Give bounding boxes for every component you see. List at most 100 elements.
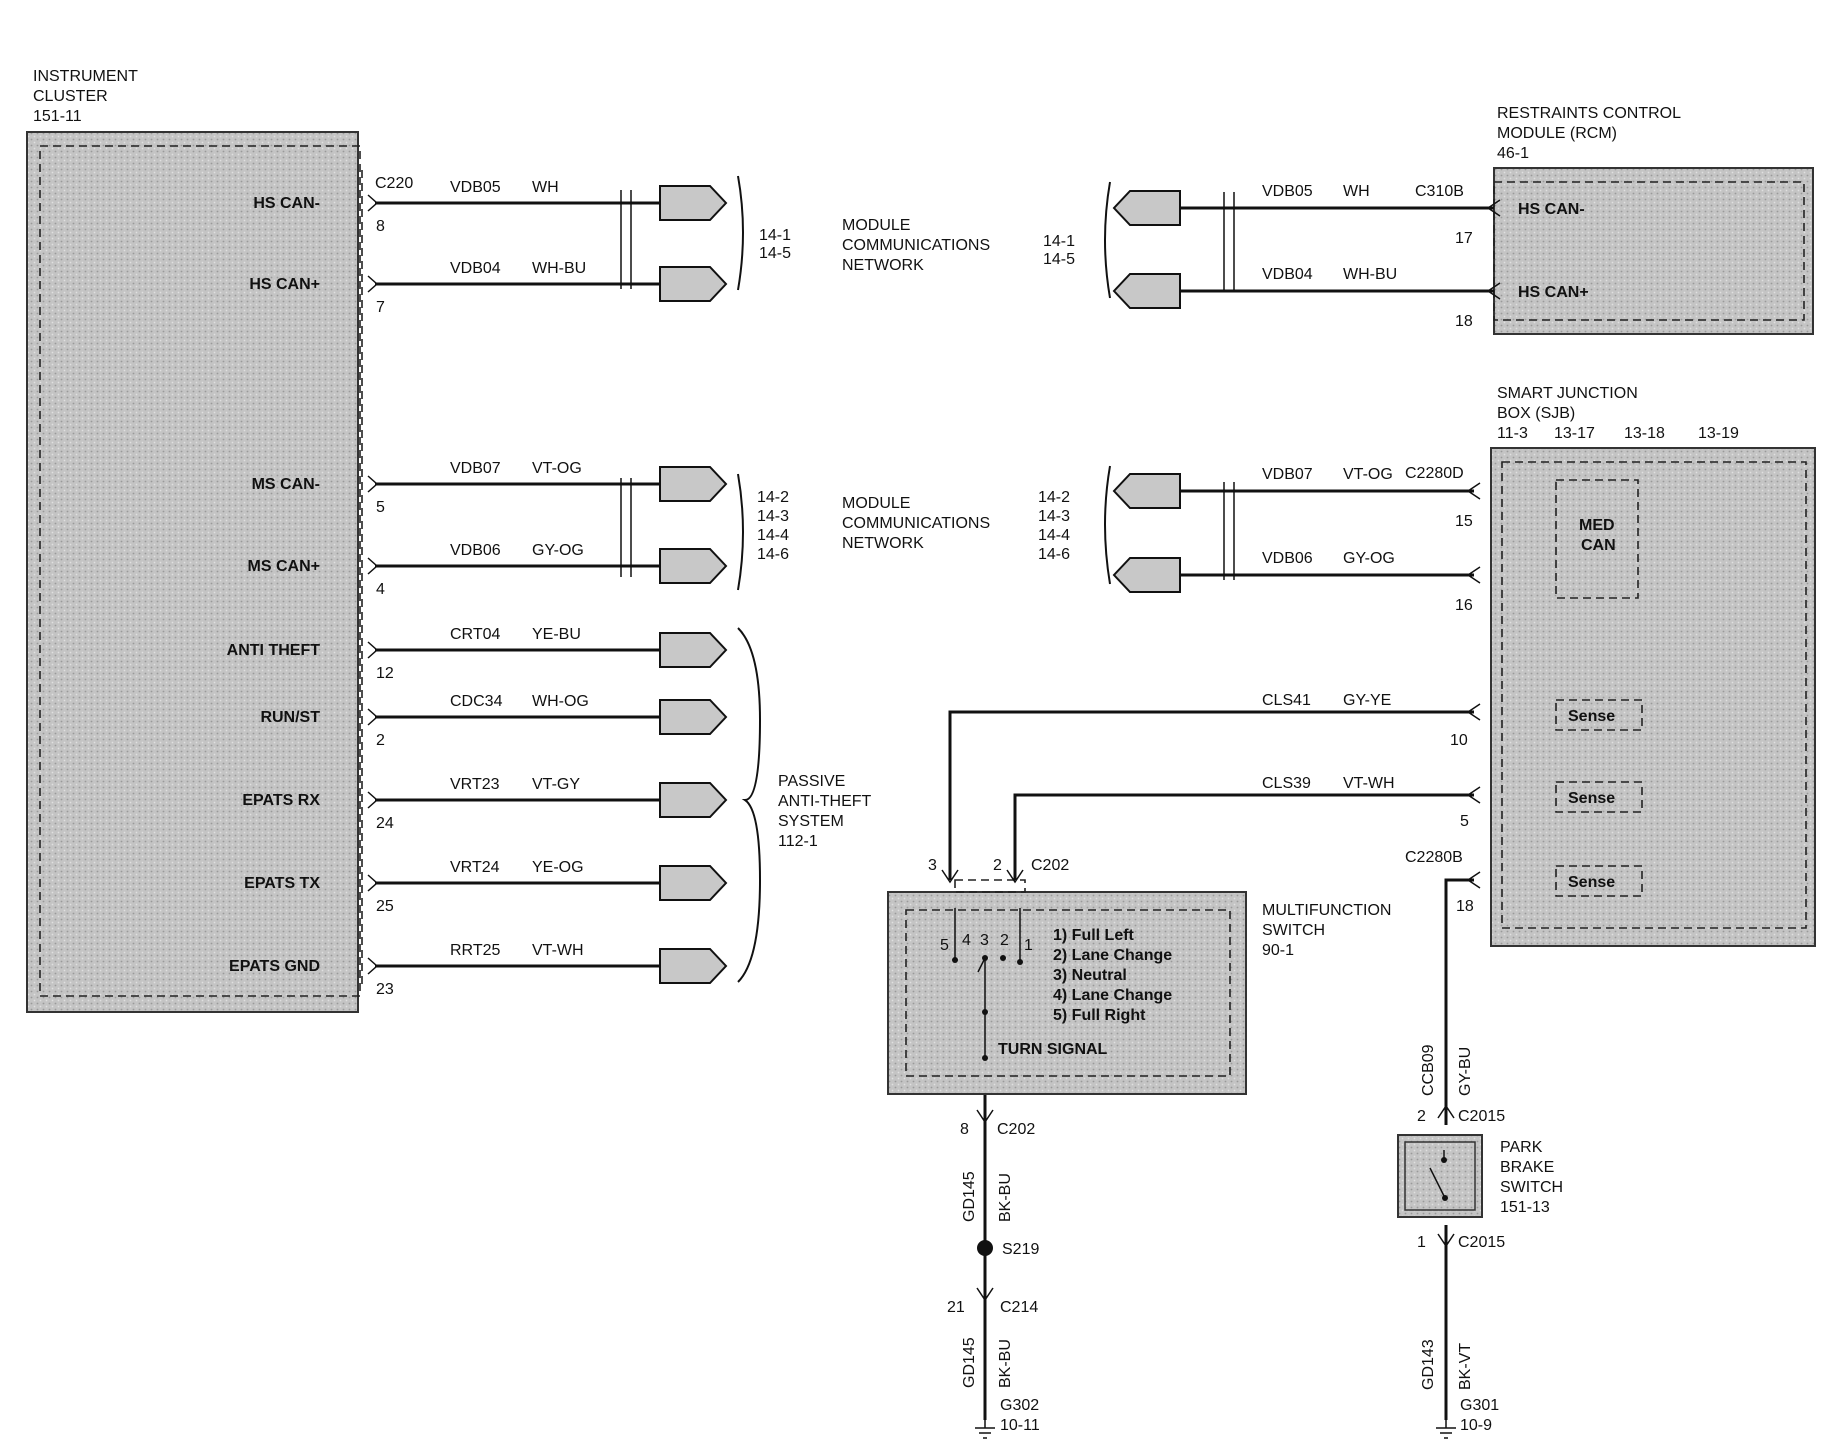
cluster-connector-arrow [659, 865, 728, 901]
splice-label: S219 [1002, 1241, 1039, 1258]
mcn2-right-ref-3: 14-4 [1038, 527, 1070, 544]
restraints-control-module: RESTRAINTS CONTROL MODULE (RCM) 46-1 C31… [1415, 105, 1814, 335]
network-connector-arrow [1112, 557, 1181, 593]
sjb-body [1490, 447, 1816, 947]
cluster-pin-arrow [367, 874, 379, 892]
cluster-pin-arrow [367, 708, 379, 726]
pats-line3: SYSTEM [778, 813, 844, 830]
gd143-color: BK-VT [1457, 1343, 1474, 1390]
sjb-ref-3: 13-18 [1624, 425, 1665, 442]
ground-g301: G301 [1460, 1397, 1499, 1414]
cluster-pin-arrow [367, 641, 379, 659]
sjb-sense-3: Sense [1568, 874, 1615, 891]
cluster-circuit: VRT23 [450, 776, 500, 793]
mcn1-line2: COMMUNICATIONS [842, 237, 990, 254]
park-brake-body [1397, 1134, 1483, 1218]
cluster-wire-color: GY-OG [532, 542, 584, 559]
park-bottom-connector: C2015 [1458, 1234, 1505, 1251]
park-brake-name-line3: SWITCH [1500, 1179, 1563, 1196]
cls39-pin: 5 [1460, 813, 1469, 830]
cluster-connector-arrow [659, 185, 728, 221]
sjb-sense-box-3 [1555, 865, 1643, 897]
cluster-pin-number: 4 [376, 581, 385, 598]
mcn2-ref-4: 14-6 [757, 546, 789, 563]
cluster-pin-number: 25 [376, 898, 394, 915]
splice-s219 [977, 1240, 993, 1256]
pats-line2: ANTI-THEFT [778, 793, 872, 810]
ground-symbol-g302 [975, 1420, 995, 1439]
sjb-name-line1: SMART JUNCTION [1497, 385, 1638, 402]
network-pin-arrow [1466, 566, 1481, 584]
cluster-connector-arrow [659, 466, 728, 502]
ground-symbol-g301 [1436, 1420, 1456, 1439]
network-circuit: VDB07 [1262, 466, 1313, 483]
sjb-med-can-line1: MED [1579, 517, 1615, 534]
park-bottom-pin: 1 [1417, 1234, 1426, 1251]
cluster-wire-color: VT-WH [532, 942, 584, 959]
cluster-pin-number: 24 [376, 815, 394, 832]
mfs-top-connector: C202 [1031, 857, 1069, 874]
cluster-pin-number: 8 [376, 218, 385, 235]
sjb-sense-box-2 [1555, 781, 1643, 813]
cluster-pin-label: MS CAN+ [248, 558, 320, 575]
cluster-connector-arrow [659, 699, 728, 735]
smart-junction-box: SMART JUNCTION BOX (SJB) 11-3 13-17 13-1… [1405, 385, 1816, 947]
rcm-internal-outline [1493, 181, 1805, 321]
c214-pin: 21 [947, 1299, 965, 1316]
network-label-mcn2: 14-2 14-3 14-4 14-6 MODULE COMMUNICATION… [757, 489, 1070, 563]
network-pin-arrow [1466, 482, 1481, 500]
cluster-wire-color: WH-OG [532, 693, 589, 710]
ground-g302: G302 [1000, 1397, 1039, 1414]
mfs-function: TURN SIGNAL [998, 1041, 1108, 1058]
network-wire-color: WH [1343, 183, 1370, 200]
cluster-pin-arrow [367, 275, 379, 293]
mfs-position-3: 3) Neutral [1053, 967, 1127, 984]
mfs-internal-pin-4: 4 [962, 932, 971, 949]
cluster-pin-label: HS CAN+ [249, 276, 320, 293]
mfs-bottom-pin: 8 [960, 1121, 969, 1138]
cluster-wire-color: VT-OG [532, 460, 582, 477]
mfs-pin2: 2 [993, 857, 1002, 874]
mcn2-ref-1: 14-2 [757, 489, 789, 506]
mfs-bottom-connector: C202 [997, 1121, 1035, 1138]
mcn2-ref-3: 14-4 [757, 527, 789, 544]
rcm-pin-label: HS CAN- [1518, 201, 1585, 218]
pats-line1: PASSIVE [778, 773, 845, 790]
cls41-circuit: CLS41 [1262, 692, 1311, 709]
mfs-name-line1: MULTIFUNCTION [1262, 902, 1391, 919]
mfs-name-line2: SWITCH [1262, 922, 1325, 939]
mfs-internal-outline [905, 909, 1231, 1077]
cluster-pin-label: MS CAN- [252, 476, 320, 493]
mcn2-right-ref-2: 14-3 [1038, 508, 1070, 525]
mcn1-right-ref-2: 14-5 [1043, 251, 1075, 268]
cluster-body [26, 131, 359, 1013]
rcm-connector-label: C310B [1415, 183, 1464, 200]
gd145-color-upper: BK-BU [997, 1173, 1014, 1222]
rcm-ref: 46-1 [1497, 145, 1529, 162]
cluster-internal-outline [39, 145, 361, 997]
cluster-pin-number: 23 [376, 981, 394, 998]
cluster-wire-color: VT-GY [532, 776, 580, 793]
mcn2-line2: COMMUNICATIONS [842, 515, 990, 532]
cluster-circuit: CRT04 [450, 626, 500, 643]
mfs-position-1: 1) Full Left [1053, 927, 1135, 944]
sjb-ref-4: 13-19 [1698, 425, 1739, 442]
ccb09-pin: 18 [1456, 898, 1474, 915]
right-braces [1104, 181, 1111, 585]
ground-g302-ref: 10-11 [1000, 1417, 1040, 1434]
cluster-wire-color: YE-OG [532, 859, 584, 876]
cluster-name-line2: CLUSTER [33, 88, 108, 105]
network-connector-arrow [1112, 273, 1181, 309]
mcn1-line3: NETWORK [842, 257, 924, 274]
mcn1-ref-2: 14-5 [759, 245, 791, 262]
